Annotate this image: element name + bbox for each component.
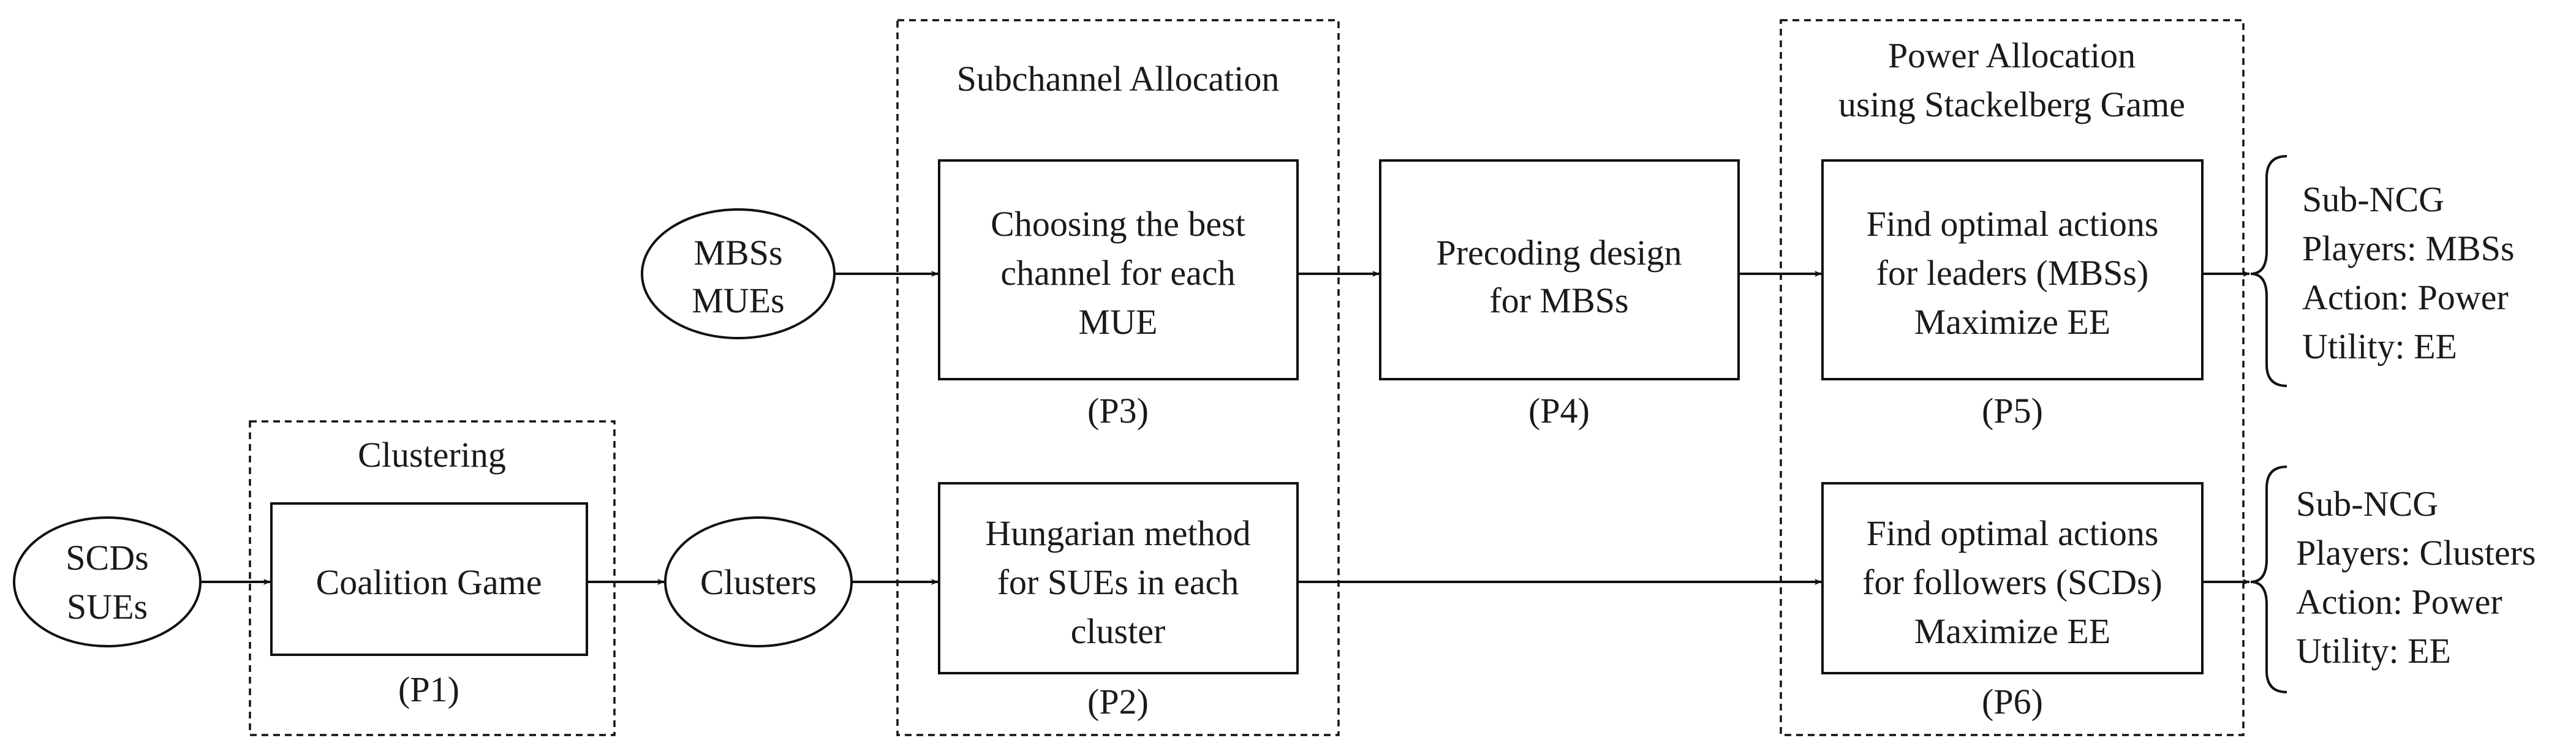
leaders-line-2: for leaders (MBSs): [1876, 253, 2149, 293]
best-channel-line-2: channel for each: [1000, 253, 1235, 293]
top-output-line-1: Sub-NCG: [2302, 179, 2444, 219]
precoding-line-1: Precoding design: [1436, 233, 1682, 273]
followers-line-3: Maximize EE: [1914, 611, 2111, 651]
coalition-game-label: Coalition Game: [316, 562, 542, 602]
top-output-brace: [2250, 155, 2287, 387]
followers-line-1: Find optimal actions: [1867, 513, 2159, 553]
followers-actions-box: [1821, 482, 2204, 674]
sue-label: SUEs: [67, 587, 148, 627]
top-output-line-3: Action: Power: [2302, 277, 2509, 317]
hungarian-line-2: for SUEs in each: [997, 562, 1239, 602]
best-channel-line-1: Choosing the best: [991, 204, 1245, 244]
subchannel-allocation-group: [896, 19, 1340, 736]
precoding-design-box: [1379, 159, 1740, 380]
bottom-output-line-4: Utility: EE: [2296, 631, 2451, 671]
precoding-line-2: for MBSs: [1489, 281, 1628, 320]
bottom-output-line-3: Action: Power: [2296, 582, 2502, 622]
hungarian-tag: (P2): [1087, 682, 1149, 722]
mbs-label: MBSs: [693, 233, 782, 273]
scd-sue-ellipse: [13, 516, 202, 647]
top-output-line-2: Players: MBSs: [2302, 228, 2514, 268]
precoding-tag: (P4): [1528, 391, 1590, 431]
scd-label: SCDs: [66, 538, 148, 578]
best-channel-line-3: MUE: [1079, 302, 1158, 342]
coalition-game-box: [270, 502, 588, 656]
leaders-actions-box: [1821, 159, 2204, 380]
clustering-group-title: Clustering: [358, 435, 506, 475]
hungarian-method-box: [938, 482, 1299, 674]
bottom-output-brace: [2250, 466, 2287, 693]
leaders-line-1: Find optimal actions: [1867, 204, 2159, 244]
bottom-output-line-2: Players: Clusters: [2296, 533, 2536, 573]
power-allocation-group: [1780, 19, 2245, 736]
best-channel-tag: (P3): [1087, 391, 1149, 431]
bottom-output-line-1: Sub-NCG: [2296, 484, 2438, 524]
power-allocation-group-title-2: using Stackelberg Game: [1838, 85, 2185, 124]
clusters-label: Clusters: [700, 562, 817, 602]
hungarian-line-1: Hungarian method: [985, 513, 1250, 553]
followers-line-2: for followers (SCDs): [1862, 562, 2162, 602]
top-output-line-4: Utility: EE: [2302, 326, 2457, 366]
power-allocation-group-title-1: Power Allocation: [1888, 36, 2136, 75]
leaders-tag: (P5): [1982, 391, 2043, 431]
mue-label: MUEs: [692, 281, 784, 320]
best-channel-box: [938, 159, 1299, 380]
leaders-line-3: Maximize EE: [1914, 302, 2111, 342]
hungarian-line-3: cluster: [1071, 611, 1166, 651]
followers-tag: (P6): [1982, 682, 2043, 722]
subchannel-allocation-group-title: Subchannel Allocation: [957, 59, 1280, 99]
coalition-game-tag: (P1): [398, 669, 459, 709]
clustering-group: [249, 420, 616, 736]
